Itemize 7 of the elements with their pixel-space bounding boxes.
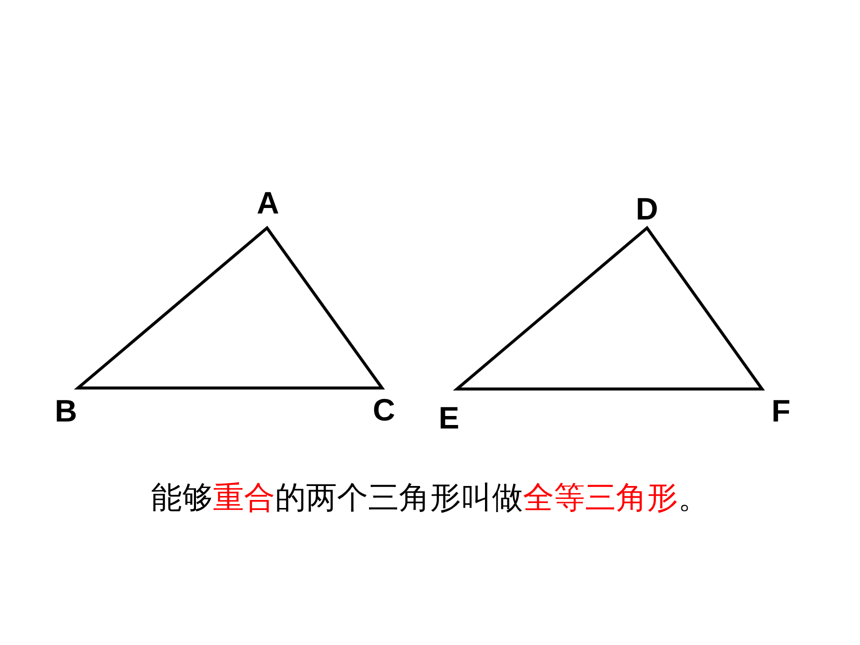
vertex-label: E bbox=[438, 402, 460, 434]
vertex-label: A bbox=[256, 188, 280, 218]
vertex-label: C bbox=[372, 394, 396, 426]
vertex-label: F bbox=[772, 396, 790, 426]
vertex-label: B bbox=[54, 396, 78, 426]
vertex-label: D bbox=[636, 194, 658, 224]
caption: 能够重合的两个三角形叫做全等三角形。 bbox=[151, 480, 709, 516]
